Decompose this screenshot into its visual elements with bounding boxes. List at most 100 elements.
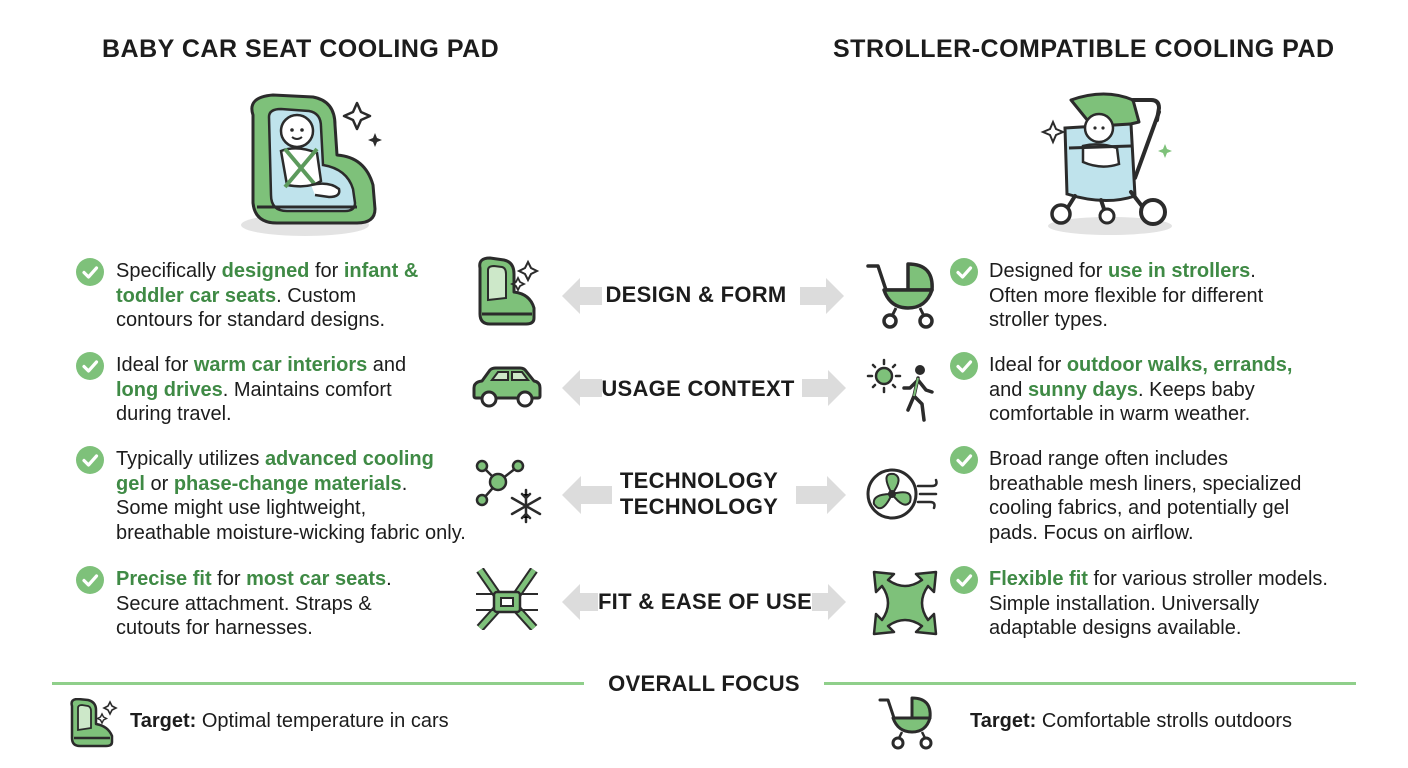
fit-left-text: Precise fit for most car seats.Secure at… xyxy=(116,567,392,641)
check-icon xyxy=(950,352,978,380)
body-text: breathable moisture-wicking fabric only. xyxy=(116,521,466,544)
body-text: for xyxy=(309,260,344,282)
body-text: Broad range often includes xyxy=(989,448,1229,470)
body-text: cutouts for harnesses. xyxy=(116,617,313,639)
check-icon xyxy=(76,352,104,380)
body-text: contours for standard designs. xyxy=(116,309,386,331)
text-line: Broad range often includes xyxy=(989,447,1301,472)
body-text: . Maintains comfort xyxy=(222,378,392,401)
text-line: toddler car seats. Custom xyxy=(116,284,418,309)
target-label: Target: xyxy=(130,710,197,732)
right-column-title: STROLLER-COMPATIBLE COOLING PAD xyxy=(833,35,1335,63)
text-line: cutouts for harnesses. xyxy=(116,616,392,641)
design-right-text: Designed for use in strollers.Often more… xyxy=(989,259,1263,333)
body-text: and xyxy=(989,378,1028,401)
text-line: Designed for use in strollers. xyxy=(989,259,1263,284)
highlight-text: designed xyxy=(221,260,310,282)
body-text: . Keeps baby xyxy=(1137,378,1255,401)
label-line: DESIGN & FORM xyxy=(605,282,787,307)
body-text: Designed for xyxy=(989,260,1108,282)
body-text: stroller types. xyxy=(989,309,1108,331)
text-line: breathable moisture-wicking fabric only. xyxy=(116,521,466,546)
highlight-text: outdoor walks, errands, xyxy=(1066,354,1293,376)
divider-right xyxy=(824,682,1356,685)
harness-icon xyxy=(474,568,540,630)
text-line: Often more flexible for different xyxy=(989,284,1263,309)
body-text: Ideal for xyxy=(989,354,1067,376)
overall-right-target: Target: Comfortable strolls outdoors xyxy=(970,710,1292,733)
row-label-design-form: DESIGN & FORM xyxy=(596,282,796,308)
text-line: contours for standard designs. xyxy=(116,308,418,333)
text-line: stroller types. xyxy=(989,308,1263,333)
check-icon xyxy=(950,258,978,286)
row-label-usage-context: USAGE CONTEXT xyxy=(596,376,800,402)
stroller-icon xyxy=(864,260,940,330)
body-text: Ideal for xyxy=(116,354,194,376)
body-text: . xyxy=(1250,260,1256,282)
stroller-illustration-icon xyxy=(1035,88,1185,240)
body-text: adaptable designs available. xyxy=(989,617,1242,639)
text-line: gel or phase-change materials. xyxy=(116,472,466,497)
arrow-left-icon xyxy=(562,476,612,514)
molecule-snowflake-icon xyxy=(470,456,546,526)
body-text: Typically utilizes xyxy=(116,448,265,470)
text-line: during travel. xyxy=(116,402,406,427)
body-text: or xyxy=(144,472,174,495)
highlight-text: Flexible fit xyxy=(989,568,1088,590)
target-text: Comfortable strolls outdoors xyxy=(1036,710,1292,732)
arrow-right-icon xyxy=(812,584,846,620)
body-text: . Custom xyxy=(276,284,357,307)
arrow-right-icon xyxy=(802,370,846,406)
text-line: comfortable in warm weather. xyxy=(989,402,1292,427)
text-line: long drives. Maintains comfort xyxy=(116,378,406,403)
car-seat-sparkle-icon xyxy=(470,256,546,328)
arrow-right-icon xyxy=(800,278,844,314)
overall-focus-title: OVERALL FOCUS xyxy=(608,671,800,696)
divider-left xyxy=(52,682,584,685)
stroller-small-icon xyxy=(878,696,936,750)
usage-right-text: Ideal for outdoor walks, errands, and sun… xyxy=(989,353,1292,427)
expand-arrows-icon xyxy=(872,570,938,636)
car-seat-illustration-icon xyxy=(225,85,385,240)
check-icon xyxy=(76,566,104,594)
label-line: USAGE CONTEXT xyxy=(601,376,795,401)
body-text: Simple installation. Universally xyxy=(989,592,1260,615)
body-text: comfortable in warm weather. xyxy=(989,403,1251,425)
body-text: Some might use lightweight, xyxy=(116,497,367,519)
body-text: pads. Focus on airflow. xyxy=(989,521,1194,544)
body-text: breathable mesh liners, specialized xyxy=(989,472,1302,495)
text-line: Simple installation. Universally xyxy=(989,592,1328,617)
text-line: Typically utilizes advanced cooling xyxy=(116,447,466,472)
car-icon xyxy=(470,366,544,410)
fan-airflow-icon xyxy=(864,462,940,528)
highlight-text: long drives xyxy=(116,378,223,401)
highlight-text: infant & xyxy=(343,260,419,282)
body-text: Often more flexible for different xyxy=(989,284,1264,307)
text-line: cooling fabrics, and potentially gel xyxy=(989,496,1301,521)
check-icon xyxy=(950,566,978,594)
text-line: pads. Focus on airflow. xyxy=(989,521,1301,546)
text-line: Some might use lightweight, xyxy=(116,496,466,521)
car-seat-small-icon xyxy=(66,698,122,748)
arrow-left-icon xyxy=(562,370,602,406)
highlight-text: most car seats xyxy=(246,568,387,590)
text-line: adaptable designs available. xyxy=(989,616,1328,641)
fit-right-text: Flexible fit for various stroller models… xyxy=(989,567,1328,641)
highlight-text: sunny days xyxy=(1027,378,1138,401)
text-line: Secure attachment. Straps & xyxy=(116,592,392,617)
text-line: Ideal for warm car interiors and xyxy=(116,353,406,378)
highlight-text: use in strollers xyxy=(1107,260,1251,282)
text-line: Flexible fit for various stroller models… xyxy=(989,567,1328,592)
body-text: during travel. xyxy=(116,403,232,425)
highlight-text: toddler car seats xyxy=(116,284,277,307)
label-line: TECHNOLOGY xyxy=(619,468,779,493)
body-text: . xyxy=(401,472,408,495)
check-icon xyxy=(76,446,104,474)
left-column-title: BABY CAR SEAT COOLING PAD xyxy=(102,35,500,63)
highlight-text: phase-change materials xyxy=(173,472,402,495)
arrow-left-icon xyxy=(562,584,598,620)
